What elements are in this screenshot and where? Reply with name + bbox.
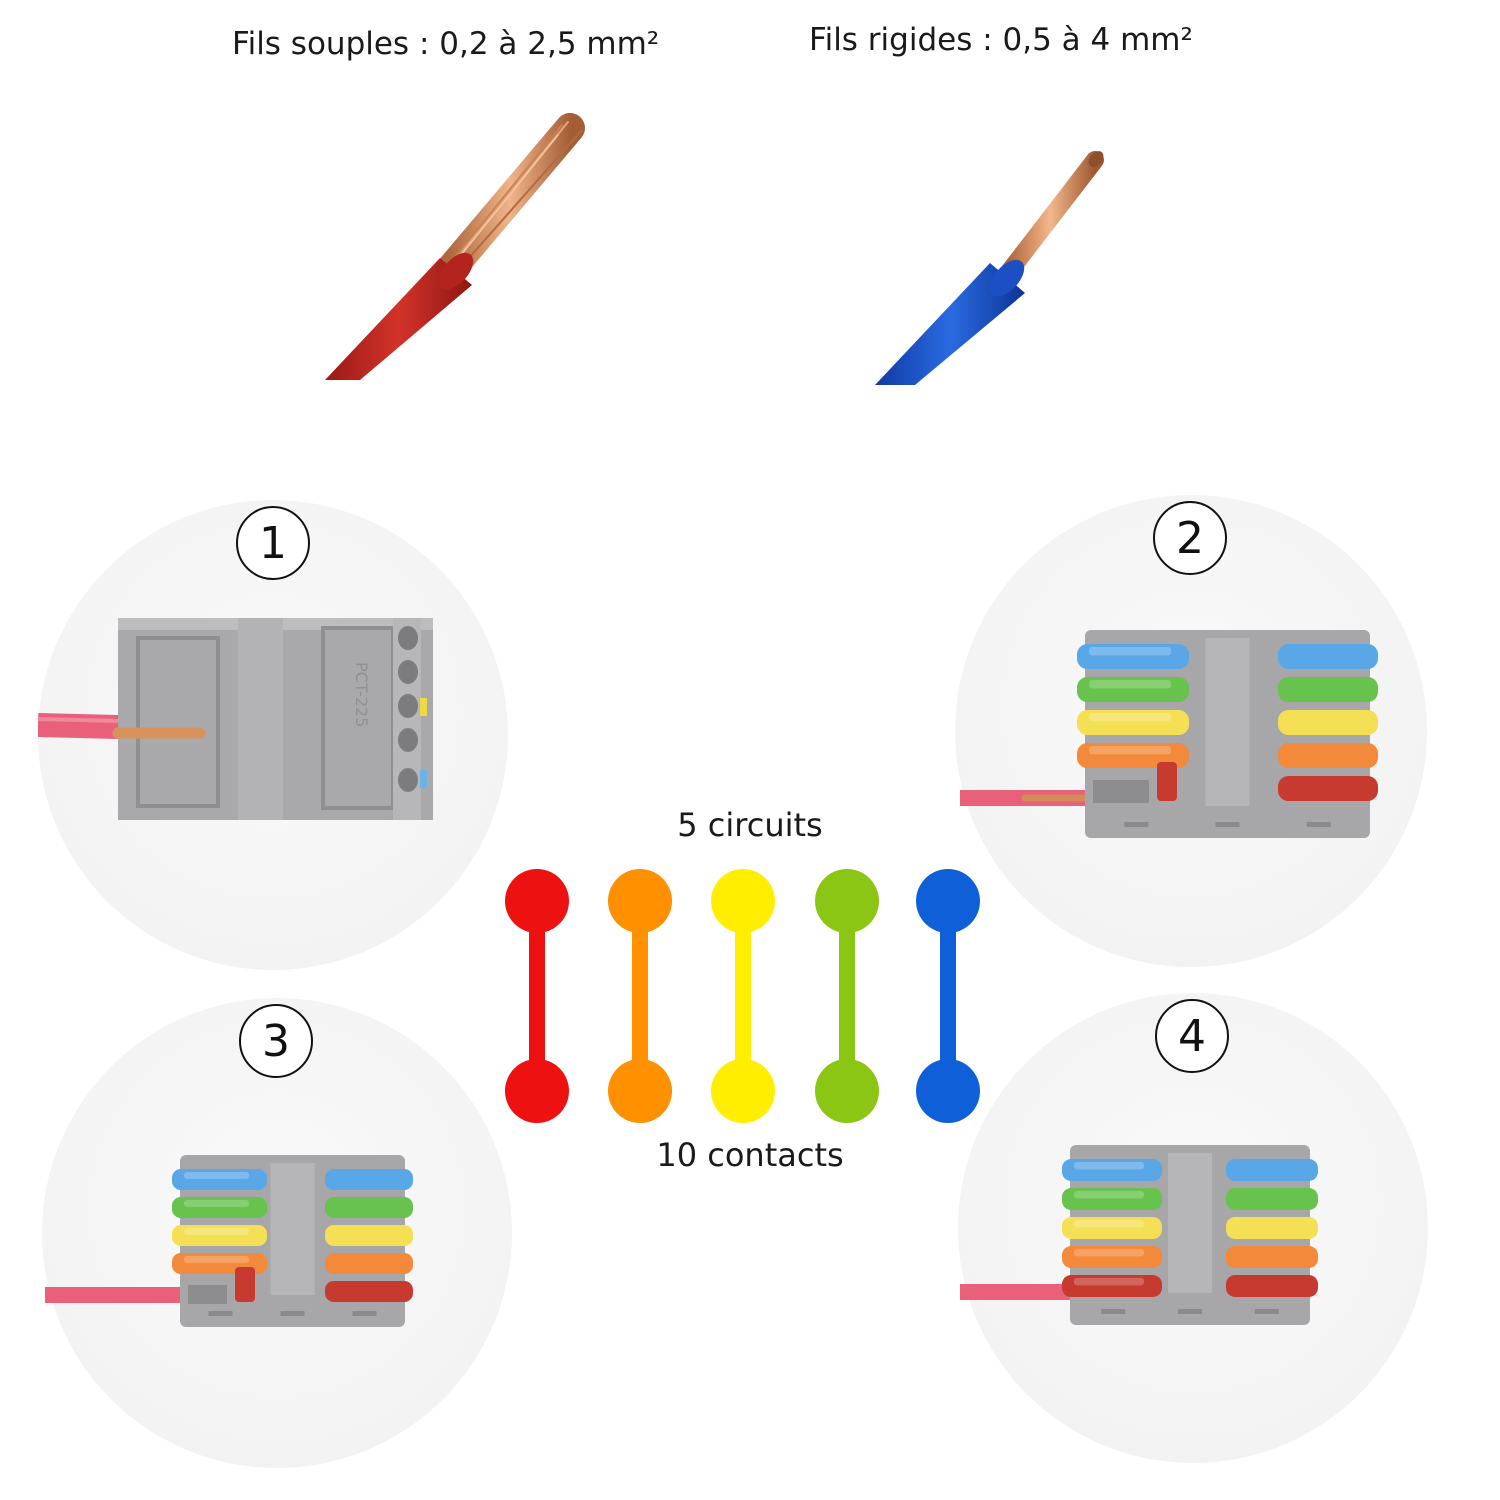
lever-left-1 [1062, 1159, 1162, 1181]
bottom-slot-2 [1215, 822, 1240, 827]
bottom-slot-3 [352, 1311, 377, 1316]
lever-right-5 [325, 1281, 413, 1302]
lever-right-4 [1226, 1246, 1318, 1268]
step-2-connector-top-view [960, 630, 1378, 838]
lever-left-highlight-1 [1089, 647, 1171, 656]
lever-left-highlight-2 [184, 1200, 249, 1207]
lever-left-open [235, 1267, 255, 1302]
bottom-slot-1 [208, 1311, 233, 1316]
lever-left-highlight-1 [1074, 1162, 1144, 1170]
circuit-5-contact-b [916, 1059, 980, 1123]
lever-left-open [1157, 762, 1177, 801]
lever-right-4 [1278, 743, 1378, 768]
bottom-slot-2 [1178, 1309, 1202, 1314]
lever-right-3 [1278, 710, 1378, 735]
lever-left-highlight-2 [1074, 1191, 1144, 1199]
lever-left-4 [1077, 743, 1189, 768]
step-2-number: 2 [1153, 501, 1227, 575]
circuit-3-contact-b [711, 1059, 775, 1123]
circuit-1-contact-a [505, 869, 569, 933]
lever-right-1 [325, 1169, 413, 1190]
flexible-wire-caption: Fils souples : 0,2 à 2,5 mm² [232, 26, 660, 62]
connector-center-rib [1205, 638, 1250, 806]
connector-center-rib [270, 1163, 315, 1295]
step-4-number: 4 [1155, 999, 1229, 1073]
lever-right-1 [1226, 1159, 1318, 1181]
open-clamp-slot [1093, 780, 1149, 803]
connector-center-rib [1168, 1153, 1212, 1293]
lever-right-3 [325, 1225, 413, 1246]
lever-left-2 [172, 1197, 267, 1218]
step-3-connector-top-view [45, 1155, 413, 1327]
lever-right-5 [1278, 776, 1378, 801]
lever-right-2 [1226, 1188, 1318, 1210]
lever-left-highlight-4 [1074, 1249, 1144, 1257]
lever-left-highlight-3 [1074, 1220, 1144, 1228]
circuit-3-contact-a [711, 869, 775, 933]
circuits-count-label: 5 circuits [677, 806, 823, 844]
lever-left-3 [172, 1225, 267, 1246]
circuit-5-contact-a [916, 869, 980, 933]
lever-right-4 [325, 1253, 413, 1274]
flexible-wire-image [325, 113, 585, 380]
bottom-slot-1 [1101, 1309, 1126, 1314]
circuit-diagram [505, 869, 980, 1123]
lever-left-3 [1077, 710, 1189, 735]
lever-left-4 [1062, 1246, 1162, 1268]
lever-left-highlight-3 [1089, 713, 1171, 722]
circuit-2-contact-b [608, 1059, 672, 1123]
circuit-4-contact-a [815, 869, 879, 933]
rigid-wire-caption: Fils rigides : 0,5 à 4 mm² [809, 22, 1193, 58]
bottom-slot-1 [1124, 822, 1149, 827]
connector-model-label: PCT-225 [352, 662, 371, 727]
rigid-wire-image [875, 151, 1104, 385]
bottom-slot-3 [1254, 1309, 1279, 1314]
lever-right-5 [1226, 1275, 1318, 1297]
step-1-number: 1 [236, 506, 310, 580]
lever-left-highlight-1 [184, 1172, 249, 1179]
contacts-count-label: 10 contacts [656, 1136, 844, 1174]
circuit-4-contact-b [815, 1059, 879, 1123]
open-clamp-slot [188, 1285, 227, 1304]
lever-left-5 [1062, 1275, 1162, 1297]
lever-right-1 [1278, 644, 1378, 669]
lever-left-1 [172, 1169, 267, 1190]
lever-left-2 [1077, 677, 1189, 702]
lever-left-highlight-4 [1089, 746, 1171, 755]
lever-right-2 [1278, 677, 1378, 702]
lever-left-highlight-4 [184, 1256, 249, 1263]
lever-left-highlight-5 [1074, 1278, 1144, 1286]
lever-left-highlight-3 [184, 1228, 249, 1235]
bottom-slot-2 [280, 1311, 305, 1316]
circuit-2-contact-a [608, 869, 672, 933]
bottom-slot-3 [1306, 822, 1331, 827]
step-1-connector-side-view: PCT-225 [38, 618, 433, 820]
lever-left-1 [1077, 644, 1189, 669]
lever-left-2 [1062, 1188, 1162, 1210]
lever-left-highlight-2 [1089, 680, 1171, 689]
lever-left-3 [1062, 1217, 1162, 1239]
circuit-1-contact-b [505, 1059, 569, 1123]
lever-right-3 [1226, 1217, 1318, 1239]
step-4-connector-top-view [960, 1145, 1318, 1325]
lever-right-2 [325, 1197, 413, 1218]
step-3-number: 3 [239, 1004, 313, 1078]
